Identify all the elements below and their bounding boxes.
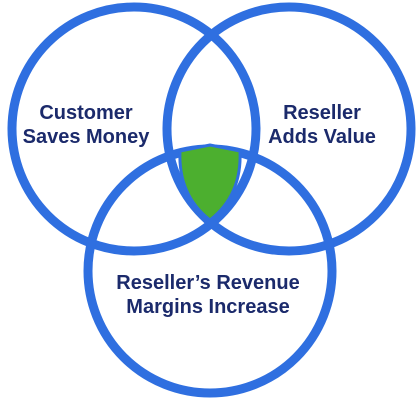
label-right-line2: Adds Value [268, 126, 376, 148]
label-left-line1: Customer [39, 102, 133, 124]
label-bottom-line2: Margins Increase [126, 296, 289, 318]
label-bottom-line1: Reseller’s Revenue [116, 272, 299, 294]
shield-icon [178, 143, 242, 222]
circle-reseller-adds-value [162, 2, 416, 256]
label-right-line1: Reseller [283, 102, 361, 124]
label-left-line2: Saves Money [23, 126, 151, 148]
circle-customer-saves-money [7, 2, 261, 256]
